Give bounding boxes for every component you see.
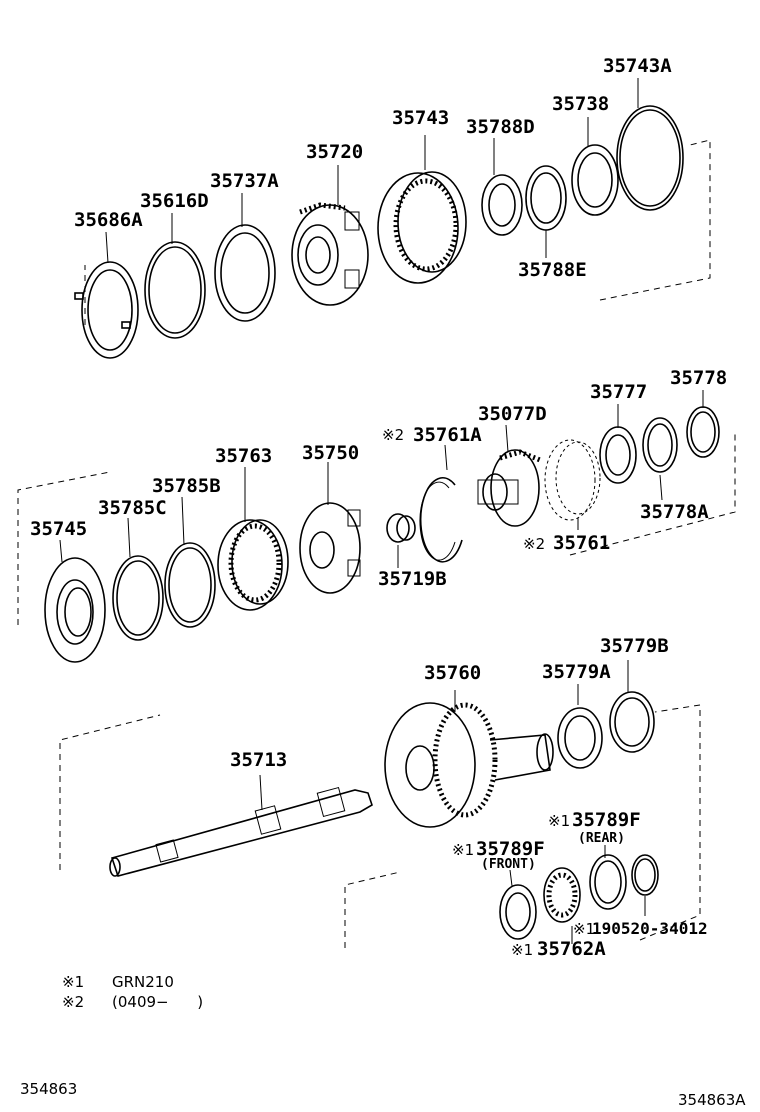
label-35789F-rear: 35789F (572, 809, 641, 831)
part-35686A-thrust-washer[interactable] (74, 261, 139, 359)
label-35077D: 35077D (478, 403, 547, 425)
label-35719B: 35719B (378, 568, 447, 590)
sublabel-front: (FRONT) (481, 857, 536, 872)
part-190520-34012-ring[interactable] (631, 854, 659, 896)
part-35743-ring-gear[interactable] (377, 171, 467, 284)
label-35763: 35763 (215, 445, 272, 467)
row-2-dashed-frame (17, 430, 736, 625)
part-35761A-snap-ring[interactable] (419, 477, 463, 563)
footnotes: ※1 GRN210 ※2 (0409− ) (62, 973, 203, 1011)
part-35745-plate[interactable] (44, 557, 106, 663)
part-35779A-bearing[interactable] (557, 707, 603, 769)
label-35761: 35761 (553, 532, 610, 554)
label-35616D: 35616D (140, 190, 209, 212)
part-35719B-bearing[interactable] (386, 513, 416, 543)
reference-code-right: 354863A (678, 1091, 746, 1109)
reference-code-left: 354863 (20, 1080, 77, 1098)
part-number-labels: 35743A 35738 35788D 35743 35720 35737A 3… (30, 55, 727, 960)
part-35789F-rear-bearing[interactable] (589, 854, 627, 910)
label-35713: 35713 (230, 749, 287, 771)
part-35785C-ring[interactable] (112, 555, 164, 641)
note-2-mark: ※2 (62, 993, 84, 1011)
part-35777-race[interactable] (599, 426, 637, 484)
label-35762A: 35762A (537, 938, 606, 960)
label-35745: 35745 (30, 518, 87, 540)
row-1-leader-lines (105, 78, 639, 264)
part-35761-clutch-hub[interactable] (544, 439, 601, 521)
label-35686A: 35686A (74, 209, 143, 231)
marker-1-35789F-rear: ※1 (548, 812, 570, 830)
label-35777: 35777 (590, 381, 647, 403)
marker-2-35761: ※2 (523, 535, 545, 553)
part-35778-washer[interactable] (686, 406, 720, 458)
label-35789F-front: 35789F (476, 838, 545, 860)
marker-2-35761A: ※2 (382, 426, 404, 444)
label-35778: 35778 (670, 367, 727, 389)
part-35763-ring-gear[interactable] (217, 519, 289, 611)
part-35788D-bearing[interactable] (481, 174, 523, 236)
part-35788E-race[interactable] (525, 165, 567, 231)
label-35760: 35760 (424, 662, 481, 684)
note-1-mark: ※1 (62, 973, 84, 991)
part-35785B-ring[interactable] (164, 542, 216, 628)
note-1-text: GRN210 (112, 973, 174, 991)
part-35762A-thrust-washer[interactable] (543, 867, 581, 923)
label-35738: 35738 (552, 93, 609, 115)
row-3-leader-lines (259, 660, 646, 944)
sublabel-rear: (REAR) (578, 831, 625, 846)
label-35750: 35750 (302, 442, 359, 464)
row-3-dashed-frame (59, 704, 701, 948)
part-35737A-bearing-race[interactable] (214, 224, 276, 322)
label-35788E: 35788E (518, 259, 587, 281)
part-35750-planetary-carrier[interactable] (299, 502, 361, 594)
label-35785C: 35785C (98, 497, 167, 519)
label-35788D: 35788D (466, 116, 535, 138)
note-2-text: (0409− ) (112, 993, 203, 1011)
label-190520-34012: 190520-34012 (592, 919, 708, 938)
part-35778A-bearing[interactable] (642, 417, 678, 473)
part-35789F-front-bearing[interactable] (499, 884, 537, 940)
label-35720: 35720 (306, 141, 363, 163)
part-35743A-snap-ring[interactable] (616, 105, 684, 211)
label-35737A: 35737A (210, 170, 279, 192)
row-2-leader-lines (59, 390, 704, 568)
part-35720-planetary-carrier[interactable] (291, 202, 369, 306)
marker-1-35762A: ※1 (511, 941, 533, 959)
part-35077D-sun-gear[interactable] (477, 449, 541, 527)
marker-190520: ※1 (573, 920, 595, 938)
label-35778A: 35778A (640, 501, 709, 523)
part-35779B-race[interactable] (609, 691, 655, 753)
part-35738-thrust-washer[interactable] (571, 144, 619, 216)
label-35761A: 35761A (413, 424, 482, 446)
row-1-dashed-frame (84, 139, 711, 325)
part-35616D-snap-ring[interactable] (144, 241, 206, 339)
label-35779A: 35779A (542, 661, 611, 683)
label-35785B: 35785B (152, 475, 221, 497)
part-35760-output-carrier[interactable] (384, 702, 554, 828)
label-35743: 35743 (392, 107, 449, 129)
part-35713-shaft[interactable] (109, 786, 373, 877)
label-35743A: 35743A (603, 55, 672, 77)
marker-1-35789F-front: ※1 (452, 841, 474, 859)
label-35779B: 35779B (600, 635, 669, 657)
